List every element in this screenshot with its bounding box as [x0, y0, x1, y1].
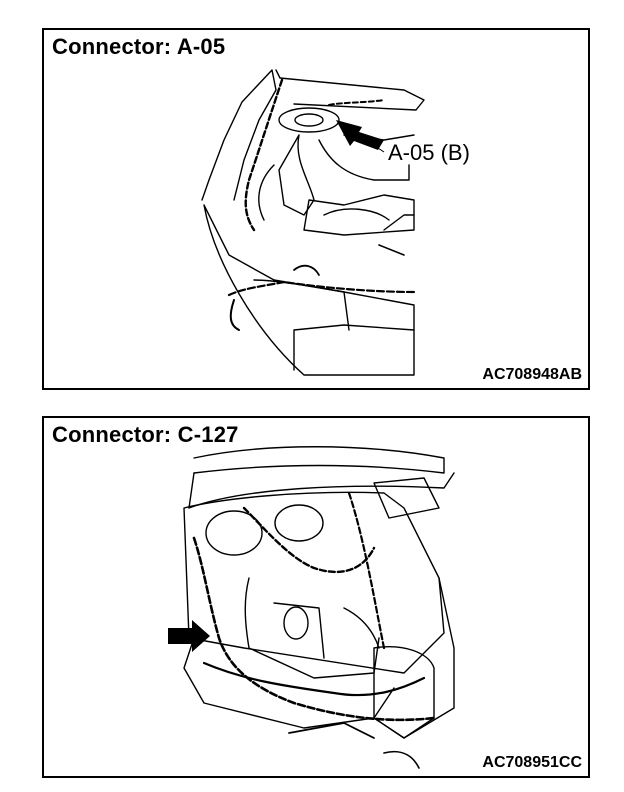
connector-callout-label: A-05 (B) — [388, 140, 470, 165]
panel-connector-c127: Connector: C-127 AC708951CC — [42, 416, 590, 778]
figure-code: AC708951CC — [482, 754, 582, 771]
pointer-arrow-icon — [168, 620, 210, 652]
pointer-arrow-icon — [336, 120, 385, 153]
panel-title: Connector: A-05 — [52, 34, 226, 59]
dashboard-illustration — [168, 446, 455, 769]
figure-code: AC708948AB — [482, 366, 582, 383]
panel-title: Connector: C-127 — [52, 422, 239, 447]
engine-compartment-illustration — [201, 69, 425, 376]
panel-connector-a05: Connector: A-05 A-05 (B) AC708948AB — [42, 28, 590, 390]
